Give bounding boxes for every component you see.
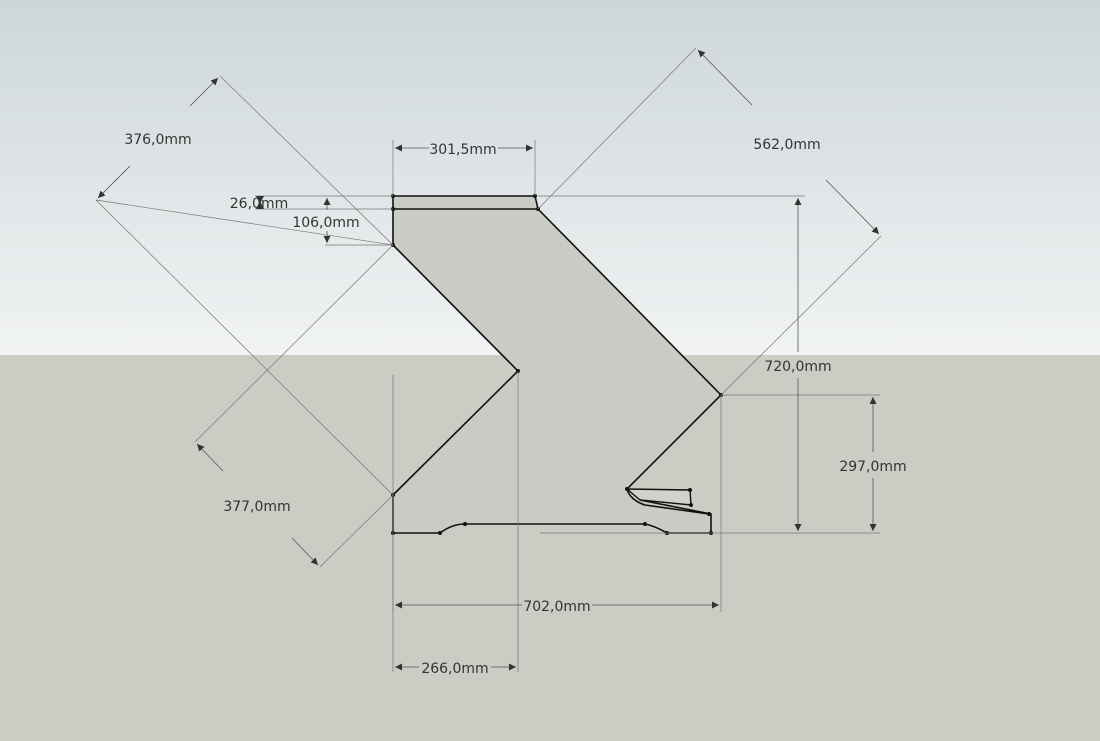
dimension-labels: 376,0mm 301,5mm 562,0mm 26,0mm 106,0mm 7… <box>124 132 906 677</box>
dim-label-106[interactable]: 106,0mm <box>292 215 359 231</box>
dim-line-376 <box>97 165 131 199</box>
dim-label-297[interactable]: 297,0mm <box>839 459 906 475</box>
dim-label-377[interactable]: 377,0mm <box>223 499 290 515</box>
z-shape-face[interactable] <box>393 196 721 533</box>
dimension-lines <box>97 49 880 671</box>
dim-label-562[interactable]: 562,0mm <box>753 137 820 153</box>
dim-line-377 <box>196 443 224 472</box>
dim-label-376[interactable]: 376,0mm <box>124 132 191 148</box>
dim-label-301[interactable]: 301,5mm <box>429 142 496 158</box>
extension-lines <box>95 47 882 672</box>
dim-label-26[interactable]: 26,0mm <box>230 196 288 212</box>
dim-label-266[interactable]: 266,0mm <box>421 661 488 677</box>
dim-label-702[interactable]: 702,0mm <box>523 599 590 615</box>
dim-label-720[interactable]: 720,0mm <box>764 359 831 375</box>
dim-line-562 <box>697 49 753 106</box>
